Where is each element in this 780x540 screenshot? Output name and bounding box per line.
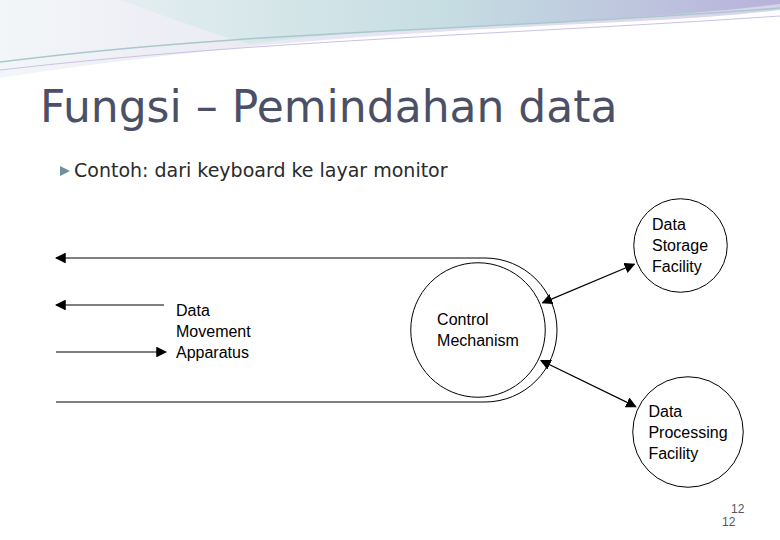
node-text: Data Storage Facility <box>652 214 708 277</box>
circle-outline <box>633 198 727 292</box>
node-body: Data Movement Apparatus <box>176 300 266 363</box>
page-number: 12 <box>731 503 744 516</box>
page-number: 12 <box>722 516 735 529</box>
flow-line <box>56 257 485 258</box>
node-body: Data Processing Facility <box>648 401 727 464</box>
node-body: Data Storage Facility <box>652 214 708 277</box>
bullet-arrow <box>60 166 70 176</box>
connector-arrow <box>543 264 635 303</box>
node-text: Data Processing Facility <box>648 401 727 464</box>
circle-outline <box>411 263 546 398</box>
circle-node: Data Processing Facility <box>632 376 744 488</box>
connector-arrow <box>541 361 636 407</box>
node-text: Data Movement Apparatus <box>176 300 266 363</box>
bullet-text: Contoh: dari keyboard ke layar monitor <box>74 158 448 182</box>
flow-line <box>56 304 164 305</box>
circle-outline <box>633 377 744 488</box>
node-body: Control Mechanism <box>437 309 519 351</box>
slide-title: Fungsi – Pemindahan data <box>40 80 617 134</box>
circle-node: Data Storage Facility <box>633 198 728 293</box>
circle-outline <box>410 262 546 398</box>
flow-line <box>56 401 485 402</box>
text-node: Data Movement Apparatus <box>172 298 270 365</box>
circle-node: Control Mechanism <box>410 262 546 398</box>
flow-line <box>56 351 166 352</box>
node-text: Control Mechanism <box>437 309 519 351</box>
